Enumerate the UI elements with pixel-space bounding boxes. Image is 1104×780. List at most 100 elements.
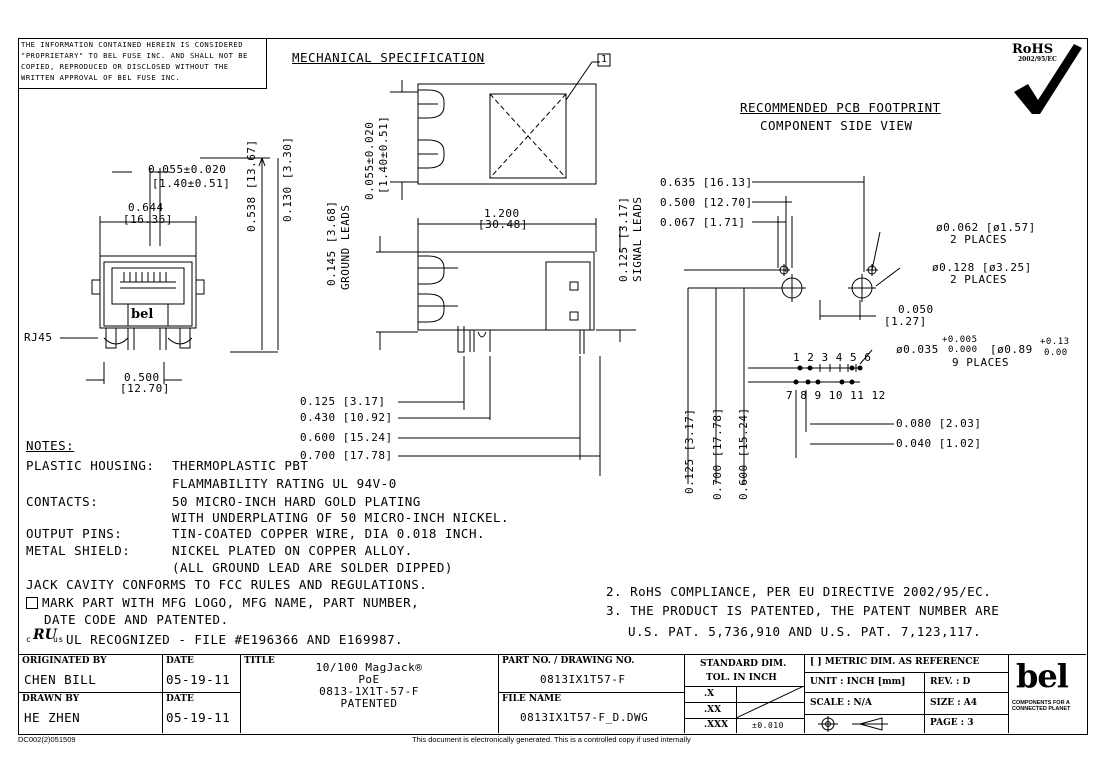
tol-x-label: .X bbox=[704, 689, 715, 699]
note-jack: JACK CAVITY CONFORMS TO FCC RULES AND RE… bbox=[26, 577, 428, 592]
dim-text: 2 PLACES bbox=[950, 273, 1007, 286]
dim-text: 0.00 bbox=[1044, 348, 1068, 358]
note-mark-1: MARK PART WITH MFG LOGO, MFG NAME, PART … bbox=[42, 595, 420, 610]
note-key: PLASTIC HOUSING: bbox=[26, 458, 155, 473]
rohs-sub: 2002/95/EC bbox=[1018, 56, 1057, 63]
metric-ref-label: [ ] METRIC DIM. AS REFERENCE bbox=[810, 657, 980, 667]
front-view bbox=[91, 255, 205, 350]
signal-leads-label: SIGNAL LEADS bbox=[631, 196, 644, 282]
pin-numbers-top: 1 2 3 4 5 6 bbox=[793, 351, 872, 364]
file-name-label: FILE NAME bbox=[502, 694, 561, 704]
bel-logo: bel bbox=[1016, 657, 1069, 695]
disclaimer-line: "PROPRIETARY" TO BEL FUSE INC. AND SHALL… bbox=[21, 51, 248, 60]
side-view bbox=[417, 251, 595, 354]
note-value: WITH UNDERPLATING OF 50 MICRO-INCH NICKE… bbox=[172, 510, 510, 525]
ul-logo-icon: RU bbox=[33, 627, 57, 643]
balloon-icon bbox=[26, 597, 38, 609]
tol-xx-label: .XX bbox=[704, 705, 722, 715]
date-label: DATE bbox=[166, 656, 194, 666]
dim-text: 0.500 bbox=[124, 371, 160, 384]
ground-leads-label: GROUND LEADS bbox=[339, 204, 352, 290]
dim-text: 0.055±0.020 bbox=[148, 163, 227, 176]
file-name-value: 0813IX1T57-F_D.DWG bbox=[520, 711, 649, 724]
dim-text: 0.050 bbox=[898, 303, 934, 316]
drawing-sheet bbox=[18, 38, 1088, 735]
note-value: THERMOPLASTIC PBT bbox=[172, 458, 309, 473]
disclaimer-box: THE INFORMATION CONTAINED HEREIN IS CONS… bbox=[18, 38, 267, 89]
title-label: TITLE bbox=[244, 656, 275, 666]
dim-text: 0.067 [1.71] bbox=[660, 216, 746, 229]
disclaimer-line: COPIED, REPRODUCED OR DISCLOSED WITHOUT … bbox=[21, 62, 229, 71]
dim-text: [1.40±0.51] bbox=[152, 177, 231, 190]
dim-text: 0.130 [3.30] bbox=[281, 136, 294, 222]
dim-text: ø0.062 [ø1.57] bbox=[936, 221, 1036, 234]
note-key: METAL SHIELD: bbox=[26, 543, 131, 558]
rj45-label: RJ45 bbox=[24, 331, 53, 344]
page-label: PAGE : 3 bbox=[930, 718, 974, 728]
dim-text: 0.080 [2.03] bbox=[896, 417, 982, 430]
dim-text: ø0.128 [ø3.25] bbox=[932, 261, 1032, 274]
title-line: PoE bbox=[358, 673, 380, 686]
dim-text: 0.538 [13.67] bbox=[245, 139, 258, 232]
footer-text: This document is electronically generate… bbox=[412, 735, 691, 744]
rohs-check-icon bbox=[1014, 44, 1082, 114]
note-ul: UL RECOGNIZED - FILE #E196366 AND E16998… bbox=[66, 632, 404, 647]
mechanical-spec-title: MECHANICAL SPECIFICATION bbox=[292, 50, 485, 65]
note-value: NICKEL PLATED ON COPPER ALLOY. bbox=[172, 543, 413, 558]
originated-by-label: ORIGINATED BY bbox=[22, 656, 107, 666]
note-value: 50 MICRO-INCH HARD GOLD PLATING bbox=[172, 494, 421, 509]
title-lines: 10/100 MagJack® PoE 0813-1X1T-57-F PATEN… bbox=[240, 662, 498, 710]
dim-text: +0.13 bbox=[1040, 337, 1070, 347]
originated-date-value: 05-19-11 bbox=[166, 672, 231, 687]
title-line: 0813-1X1T-57-F bbox=[319, 685, 419, 698]
dim-text: 9 PLACES bbox=[952, 356, 1009, 369]
drawn-date-value: 05-19-11 bbox=[166, 710, 231, 725]
dim-text: 0.600 [15.24] bbox=[737, 407, 750, 500]
dim-text: 0.040 [1.02] bbox=[896, 437, 982, 450]
title-line: 10/100 MagJack® bbox=[315, 661, 423, 674]
dim-text: 0.500 [12.70] bbox=[660, 196, 753, 209]
disclaimer-line: THE INFORMATION CONTAINED HEREIN IS CONS… bbox=[21, 40, 244, 49]
tol-xxx-value: ±0.010 bbox=[752, 721, 784, 730]
standard-dim-label: STANDARD DIM. bbox=[700, 659, 787, 669]
dim-text: 0.125 [3.17] bbox=[617, 196, 630, 282]
footprint-subtitle: COMPONENT SIDE VIEW bbox=[760, 118, 913, 133]
doc-code: DC002(2)051509 bbox=[18, 735, 76, 744]
dim-text: 0.635 [16.13] bbox=[660, 176, 753, 189]
note-rohs: 2. RoHS COMPLIANCE, PER EU DIRECTIVE 200… bbox=[606, 584, 992, 599]
drawn-by-value: HE ZHEN bbox=[24, 710, 81, 725]
pin-numbers-bottom: 7 8 9 10 11 12 bbox=[786, 389, 886, 402]
tol-xxx-label: .XXX bbox=[704, 720, 729, 730]
dim-text: 0.000 bbox=[948, 345, 978, 355]
dim-text: [1.40±0.51] bbox=[377, 115, 390, 194]
dim-text: 0.125 [3.17] bbox=[300, 395, 386, 408]
dim-text: 0.145 [3.68] bbox=[325, 200, 338, 286]
dim-text: 0.700 [17.78] bbox=[300, 449, 393, 462]
dim-text: 0.644 bbox=[128, 201, 164, 214]
disclaimer-line: WRITTEN APPROVAL OF BEL FUSE INC. bbox=[21, 73, 181, 82]
note-key: OUTPUT PINS: bbox=[26, 526, 123, 541]
dim-text: 1.200 bbox=[484, 207, 520, 220]
dim-text: ø0.035 bbox=[896, 343, 939, 356]
size-label: SIZE : A4 bbox=[930, 698, 977, 708]
tol-inch-label: TOL. IN INCH bbox=[706, 673, 777, 683]
dim-text: [30.48] bbox=[478, 218, 528, 231]
notes-title: NOTES: bbox=[26, 438, 75, 453]
rohs-label: RoHS bbox=[1012, 42, 1054, 57]
footprint-title: RECOMMENDED PCB FOOTPRINT bbox=[740, 100, 941, 115]
title-line: PATENTED bbox=[340, 697, 398, 710]
dim-text: [ø0.89 bbox=[990, 343, 1033, 356]
date-label: DATE bbox=[166, 694, 194, 704]
pcb-footprint bbox=[778, 264, 878, 383]
part-no-label: PART NO. / DRAWING NO. bbox=[502, 656, 635, 666]
originated-by-value: CHEN BILL bbox=[24, 672, 97, 687]
ul-c-text: c bbox=[26, 635, 32, 644]
note-value: (ALL GROUND LEAD ARE SOLDER DIPPED) bbox=[172, 560, 453, 575]
unit-label: UNIT : INCH [mm] bbox=[810, 677, 906, 687]
dim-text: 2 PLACES bbox=[950, 233, 1007, 246]
dim-text: [12.70] bbox=[120, 382, 170, 395]
drawn-by-label: DRAWN BY bbox=[22, 694, 80, 704]
projection-icon bbox=[818, 716, 888, 732]
note-value: FLAMMABILITY RATING UL 94V-0 bbox=[172, 476, 397, 491]
